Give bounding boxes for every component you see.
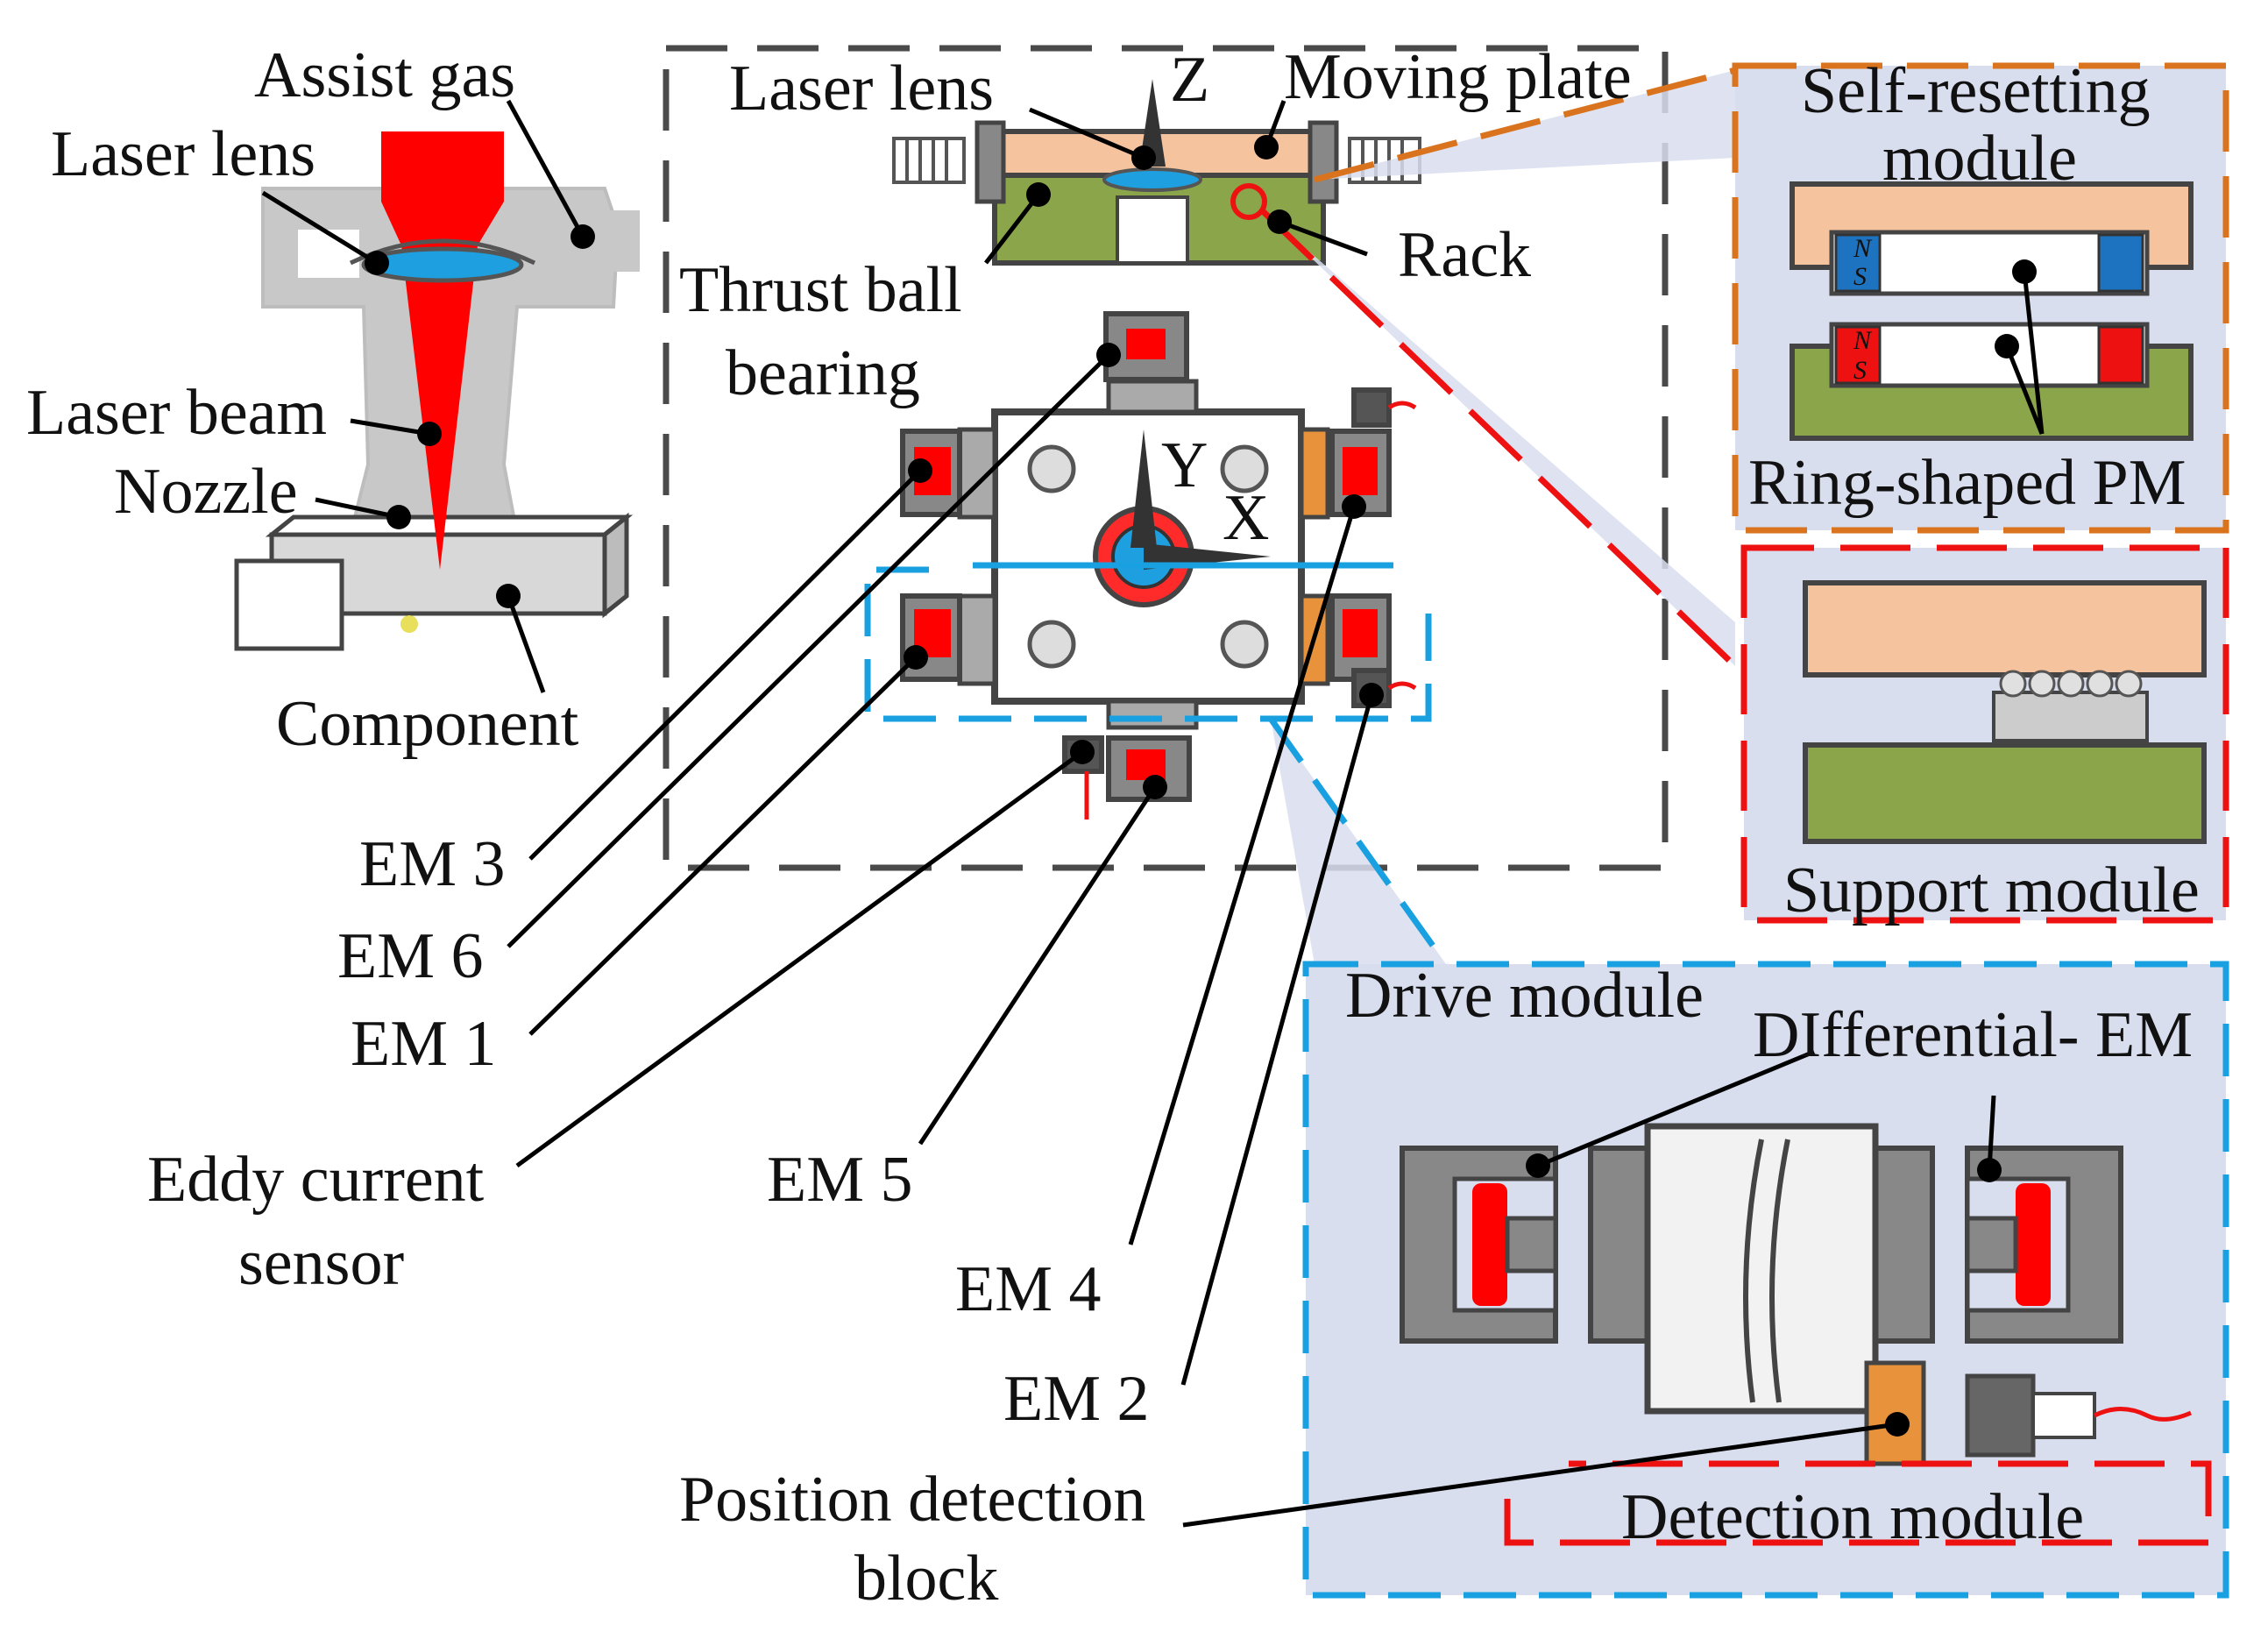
- label-component: Component: [276, 688, 579, 760]
- magnet-bottom-left: [1834, 325, 1882, 385]
- support-upper-plate: [1803, 580, 2207, 678]
- label-em1: EM 1: [351, 1008, 497, 1080]
- label-em5: EM 5: [767, 1144, 913, 1216]
- label-eddy-2: sensor: [238, 1227, 404, 1299]
- support-bearing: [1992, 691, 2149, 742]
- label-em2: EM 2: [1003, 1363, 1150, 1435]
- label-moving-plate: Moving plate: [1284, 41, 1632, 113]
- housing-left-slot: [298, 230, 359, 278]
- text-labels: Assist gas Laser lens Laser beam Nozzle …: [26, 39, 2200, 1614]
- label-self-resetting-1: Self-resetting: [1801, 55, 2151, 127]
- label-self-resetting-2: module: [1882, 123, 2077, 195]
- label-axis-z: Z: [1170, 44, 1209, 116]
- label-position-1: Position detection: [679, 1464, 1145, 1536]
- self-resetting-panel: [1732, 62, 2229, 534]
- label-assist-gas: Assist gas: [254, 39, 515, 111]
- mover-side-left: [1588, 1146, 1650, 1344]
- stage-outline-frame: [663, 45, 1669, 871]
- eddy-sensor-detail: [1965, 1373, 2036, 1458]
- ball-bearings: [1027, 444, 1269, 669]
- stage-top-view: [900, 311, 1417, 820]
- label-axis-y: Y: [1161, 429, 1208, 501]
- leader-lines: [261, 99, 2045, 1528]
- label-thrust-ball-2: bearing: [726, 337, 920, 409]
- label-drive-module: Drive module: [1345, 960, 1704, 1032]
- axis-z-arrow: [1139, 79, 1166, 167]
- component-cut-block: [234, 558, 344, 651]
- label-differential-em: DIfferential- EM: [1753, 999, 2193, 1071]
- spark: [400, 615, 418, 633]
- axis-y-arrow: [1130, 429, 1157, 548]
- em-units: [900, 311, 1392, 802]
- label-ring-shaped-pm: Ring-shaped PM: [1748, 447, 2186, 519]
- mover-side-right: [1873, 1146, 1935, 1344]
- rack-highlight: [1230, 183, 1267, 220]
- housing-right-port: [605, 210, 640, 272]
- magnet-top-left: [1834, 233, 1882, 293]
- label-em6: EM 6: [337, 920, 484, 992]
- label-laser-lens-left: Laser lens: [51, 118, 315, 190]
- label-axis-x: X: [1223, 482, 1269, 554]
- laser-head-illustration: [234, 131, 640, 651]
- label-detection-module: Detection module: [1621, 1481, 2084, 1553]
- mover-core: [1644, 1123, 1879, 1415]
- label-rack: Rack: [1398, 219, 1531, 291]
- stage-side-view: [892, 79, 1421, 266]
- component-side: [602, 512, 629, 619]
- label-eddy-1: Eddy current: [147, 1144, 485, 1216]
- label-laser-lens-top: Laser lens: [729, 53, 994, 124]
- support-lower-plate: [1803, 742, 2207, 844]
- laser-lens-top: [1102, 167, 1202, 192]
- label-nozzle: Nozzle: [114, 456, 298, 528]
- label-magnet-n-bottom: N: [1853, 326, 1873, 355]
- support-panel: [1740, 544, 2229, 924]
- component-top: [265, 514, 634, 537]
- label-em4: EM 4: [955, 1253, 1102, 1325]
- label-magnet-s-top: S: [1853, 262, 1867, 291]
- label-em3: EM 3: [359, 828, 506, 900]
- label-magnet-s-bottom: S: [1853, 356, 1867, 385]
- label-support-module: Support module: [1783, 855, 2200, 926]
- detection-bracket: [1504, 1460, 2212, 1546]
- drive-panel: [1302, 961, 2229, 1599]
- side-coil-left: [892, 137, 966, 184]
- laser-lens-left: [361, 246, 524, 283]
- label-magnet-n-top: N: [1853, 234, 1873, 263]
- center-shaft: [1116, 195, 1189, 265]
- label-thrust-ball-1: Thrust ball: [679, 254, 962, 326]
- label-laser-beam: Laser beam: [26, 377, 327, 449]
- label-position-2: block: [854, 1543, 998, 1614]
- laser-beam: [381, 131, 504, 570]
